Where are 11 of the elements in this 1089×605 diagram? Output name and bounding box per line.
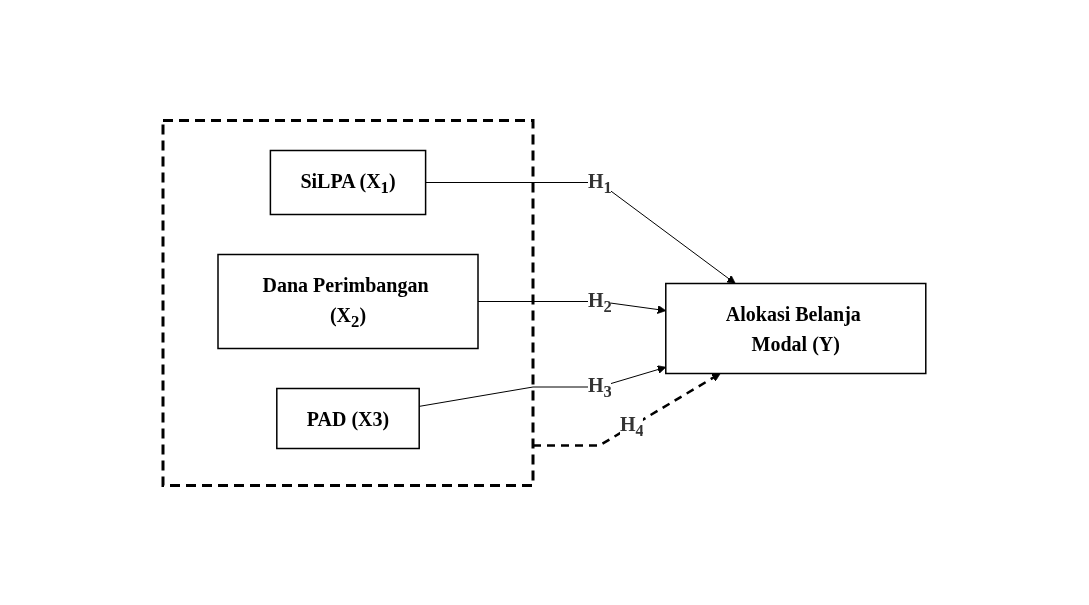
arrow [425, 181, 736, 284]
edge-label: H$_{3}$ [588, 373, 612, 401]
arrow [533, 372, 721, 447]
node-box: SiLPA (X$_{1}$) [269, 149, 427, 215]
edge-label: H$_{1}$ [588, 169, 612, 196]
edge-label: H$_{2}$ [588, 288, 612, 315]
node-box: Alokasi Belanja Modal (Y) [665, 282, 927, 374]
cluster [161, 118, 535, 487]
node-box: Dana Perimbangan (X$_{2}$) [217, 253, 479, 349]
node-box: PAD (X3) [276, 387, 421, 449]
edge-label: H$_{4}$ [620, 412, 644, 440]
